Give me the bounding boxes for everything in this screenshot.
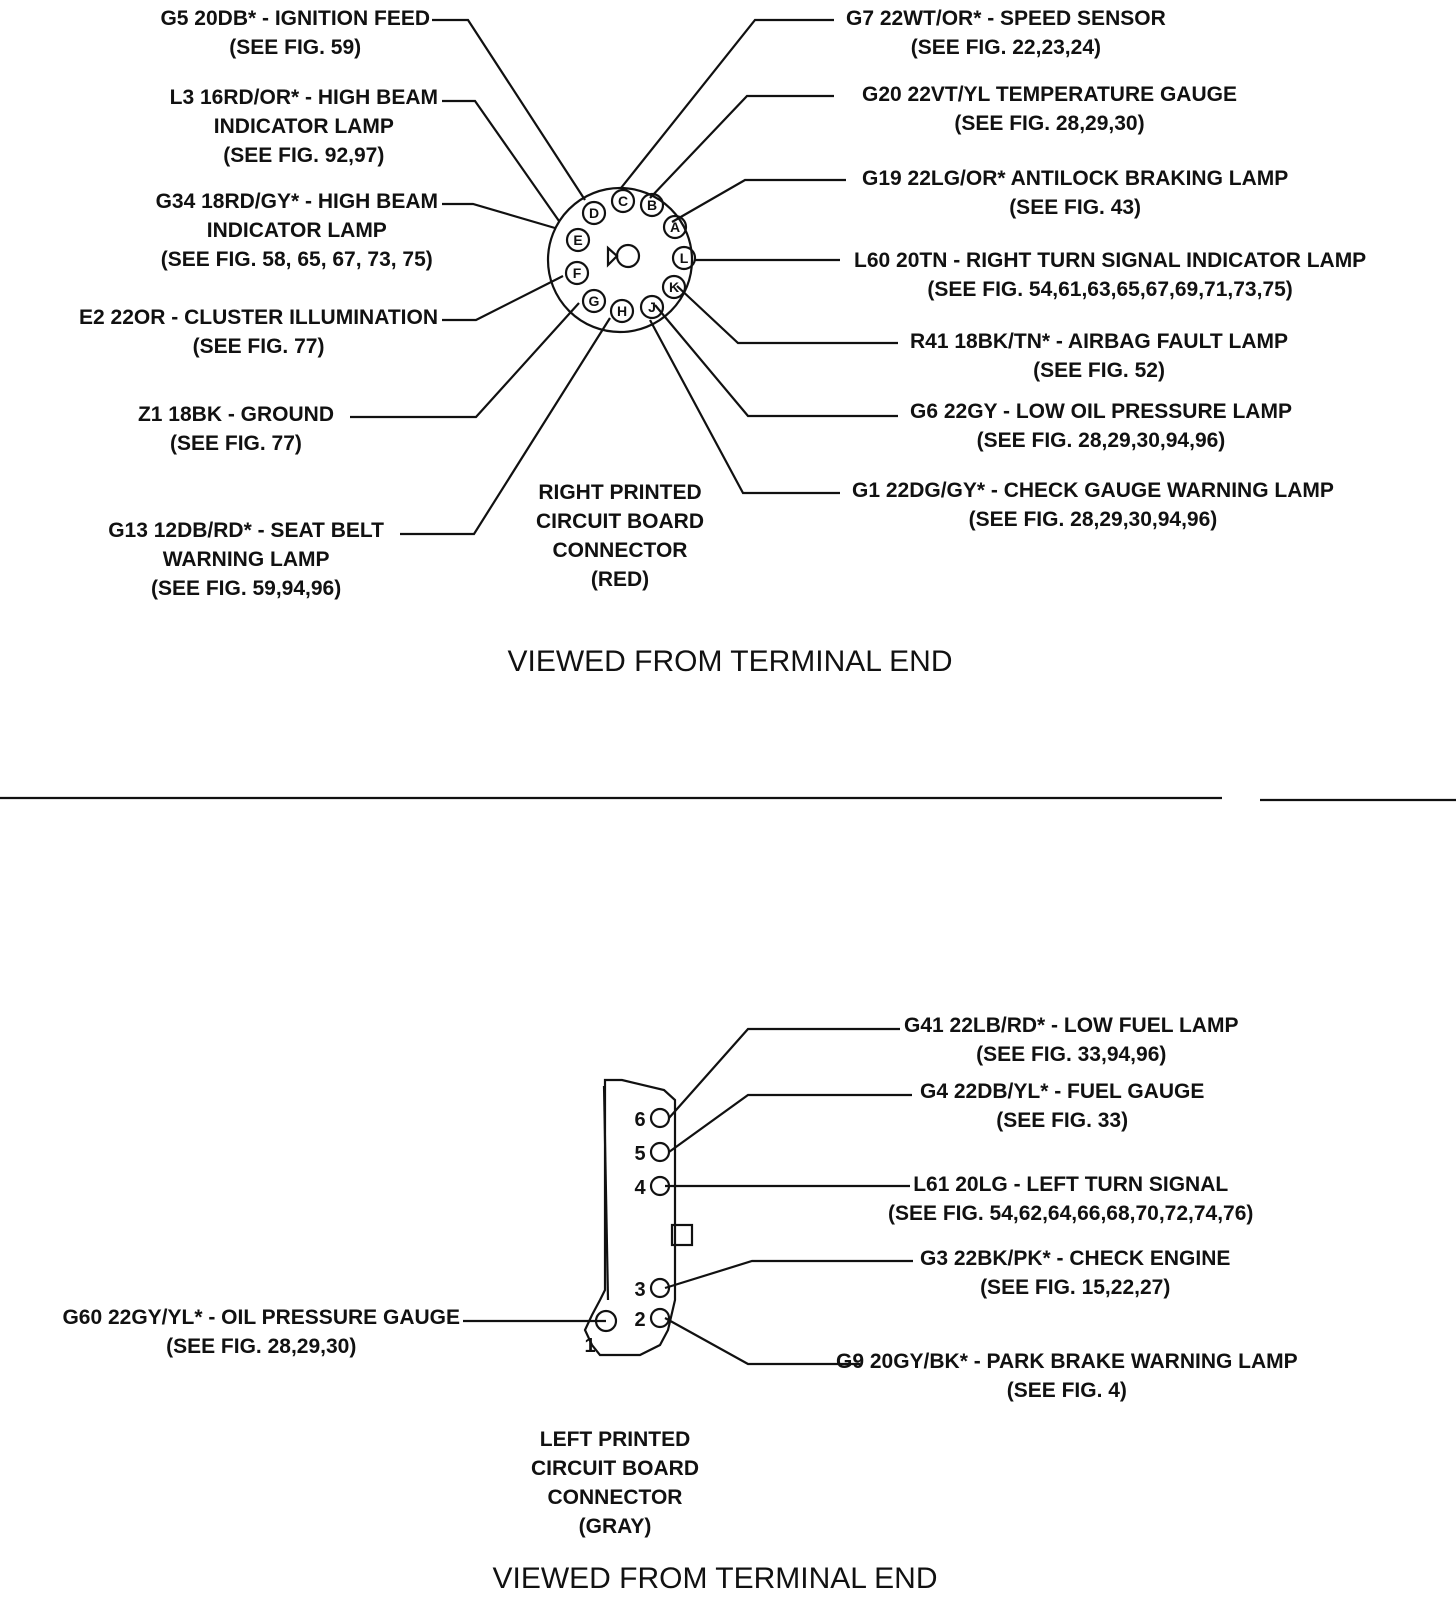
circuit-l61: L61 20LG - LEFT TURN SIGNAL (SEE FIG. 54… xyxy=(888,1173,1254,1225)
leader-g9 xyxy=(664,1317,860,1366)
leader-g7 xyxy=(620,18,834,189)
leader-g41 xyxy=(668,1027,900,1119)
circuit-e2: E2 22OR - CLUSTER ILLUMINATION (SEE FIG.… xyxy=(79,306,438,358)
pin-3: 3 xyxy=(634,1279,645,1301)
leader-r41 xyxy=(676,285,898,345)
leader-g13 xyxy=(400,317,611,536)
leader-g1 xyxy=(649,319,840,495)
pin-5: 5 xyxy=(634,1143,645,1165)
top-connector-name: RIGHT PRINTED CIRCUIT BOARD CONNECTOR (R… xyxy=(536,481,704,591)
circuit-l60: L60 20TN - RIGHT TURN SIGNAL INDICATOR L… xyxy=(854,249,1367,301)
pin-6: 6 xyxy=(634,1109,645,1131)
pin-a: A xyxy=(670,219,680,235)
leader-e2 xyxy=(442,275,564,322)
leader-g20 xyxy=(649,94,834,199)
pin-4: 4 xyxy=(634,1177,646,1199)
circuit-z1: Z1 18BK - GROUND (SEE FIG. 77) xyxy=(137,403,334,455)
leader-g34 xyxy=(442,202,556,230)
pin-2: 2 xyxy=(634,1309,645,1331)
pin-e: E xyxy=(573,232,582,248)
pin-h: H xyxy=(617,303,627,319)
circuit-g41: G41 22LB/RD* - LOW FUEL LAMP (SEE FIG. 3… xyxy=(904,1014,1239,1066)
circuit-g1: G1 22DG/GY* - CHECK GAUGE WARNING LAMP (… xyxy=(852,479,1334,531)
pin-c: C xyxy=(618,193,628,209)
leader-l3 xyxy=(442,99,560,222)
leader-g5 xyxy=(432,18,586,201)
circuit-g34: G34 18RD/GY* - HIGH BEAM INDICATOR LAMP … xyxy=(155,190,438,271)
pcb-connector-body xyxy=(583,1078,677,1357)
circuit-l3: L3 16RD/OR* - HIGH BEAM INDICATOR LAMP (… xyxy=(169,86,438,167)
circuit-g7: G7 22WT/OR* - SPEED SENSOR (SEE FIG. 22,… xyxy=(846,7,1166,59)
pin-f: F xyxy=(573,265,582,281)
pin-k: K xyxy=(669,279,679,295)
pin-d: D xyxy=(589,205,599,221)
pin-l: L xyxy=(680,250,689,266)
center-keyway xyxy=(615,243,641,269)
circuit-r41: R41 18BK/TN* - AIRBAG FAULT LAMP (SEE FI… xyxy=(910,330,1289,382)
bottom-view-caption: VIEWED FROM TERMINAL END xyxy=(492,1562,938,1595)
bottom-connector-name: LEFT PRINTED CIRCUIT BOARD CONNECTOR (GR… xyxy=(531,1428,699,1538)
leader-g4 xyxy=(668,1093,912,1153)
circuit-g13: G13 12DB/RD* - SEAT BELT WARNING LAMP (S… xyxy=(108,519,384,600)
circuit-g19: G19 22LG/OR* ANTILOCK BRAKING LAMP (SEE … xyxy=(862,167,1289,219)
circuit-g60: G60 22GY/YL* - OIL PRESSURE GAUGE (SEE F… xyxy=(62,1306,460,1358)
circuit-g3: G3 22BK/PK* - CHECK ENGINE (SEE FIG. 15,… xyxy=(920,1247,1231,1299)
circuit-g5: G5 20DB* - IGNITION FEED (SEE FIG. 59) xyxy=(160,7,430,59)
leader-g3 xyxy=(664,1259,913,1290)
pin-b: B xyxy=(647,197,657,213)
circuit-g20: G20 22VT/YL TEMPERATURE GAUGE (SEE FIG. … xyxy=(862,83,1237,135)
leader-g19 xyxy=(671,178,846,223)
pin-j: J xyxy=(648,299,656,315)
circuit-g4: G4 22DB/YL* - FUEL GAUGE (SEE FIG. 33) xyxy=(920,1080,1205,1132)
top-view-caption: VIEWED FROM TERMINAL END xyxy=(507,645,953,678)
leader-z1 xyxy=(350,302,580,419)
circuit-g9: G9 20GY/BK* - PARK BRAKE WARNING LAMP (S… xyxy=(836,1350,1298,1402)
pin-1: 1 xyxy=(584,1335,595,1357)
round-connector-body xyxy=(546,186,694,334)
circuit-g6: G6 22GY - LOW OIL PRESSURE LAMP (SEE FIG… xyxy=(910,400,1292,452)
leader-g6 xyxy=(654,304,898,418)
pin-g: G xyxy=(589,293,600,309)
